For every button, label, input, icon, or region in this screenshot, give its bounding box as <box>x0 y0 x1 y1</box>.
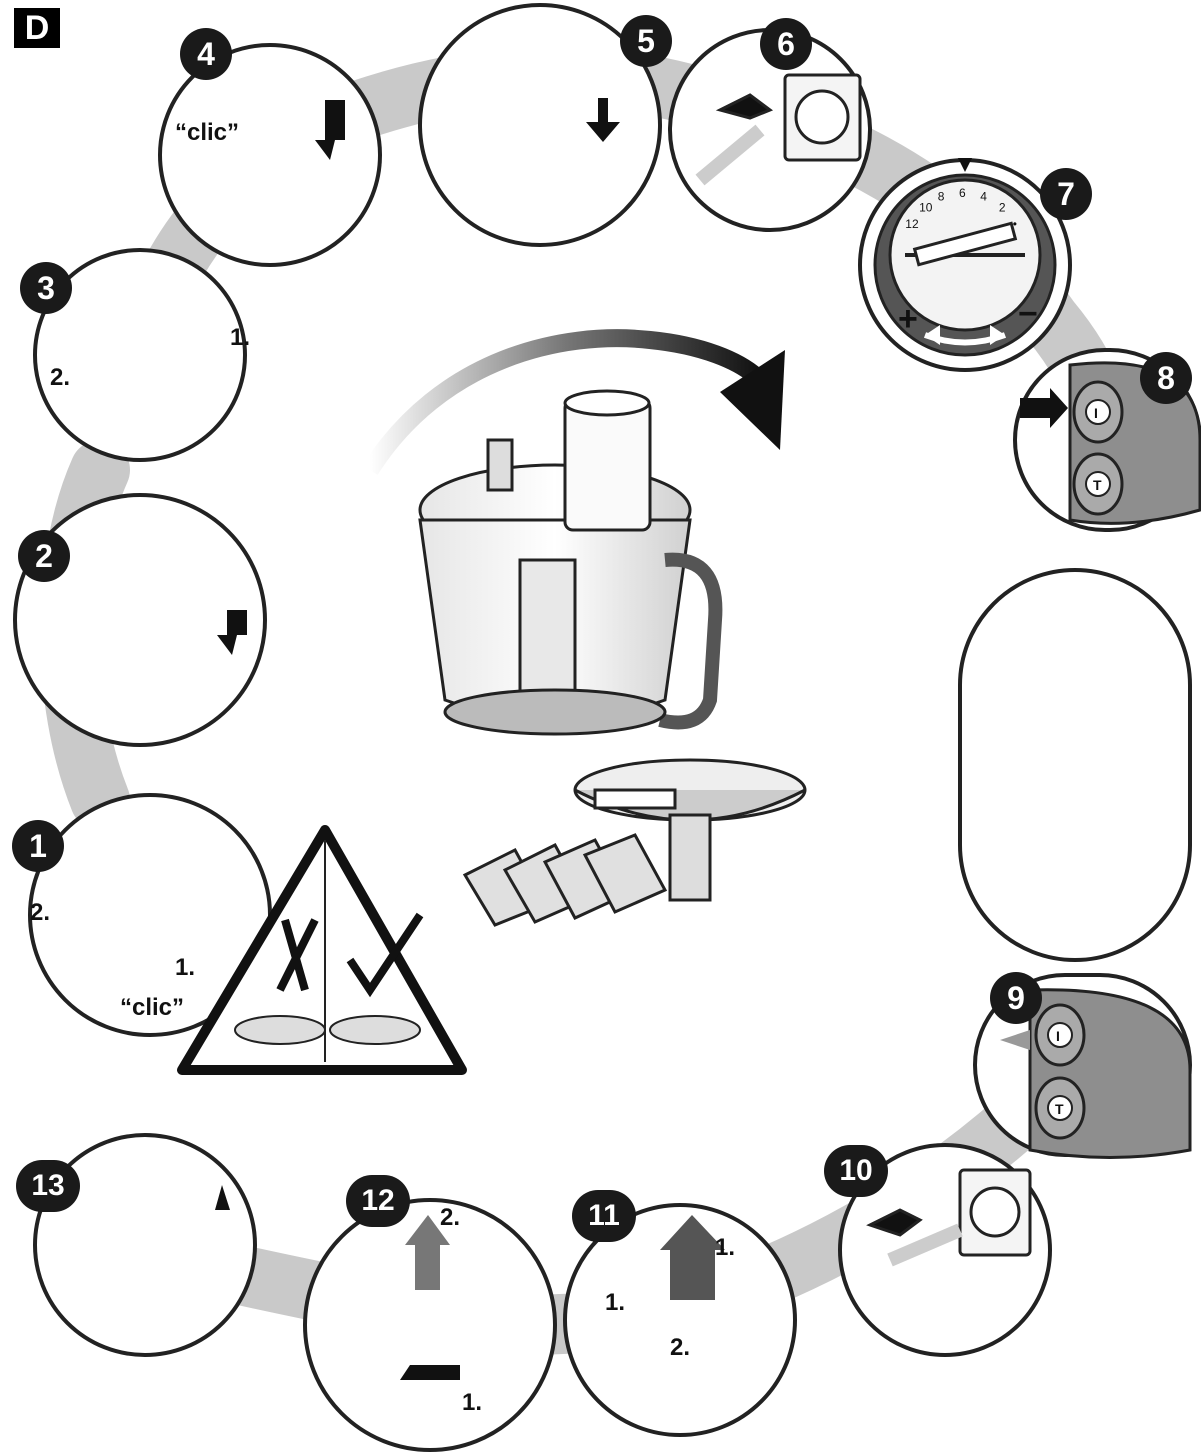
panel-step-12 <box>303 1198 557 1452</box>
step-number-9: 9 <box>990 972 1042 1024</box>
step-number-10: 10 <box>824 1145 888 1197</box>
section-label: D <box>14 8 60 48</box>
dial-scale-mark: 4 <box>980 190 987 204</box>
dial-scale-mark: 8 <box>938 190 945 204</box>
step-number-6: 6 <box>760 18 812 70</box>
dial-scale-mark: 10 <box>919 201 933 215</box>
dial-scale-mark: 2 <box>999 201 1006 215</box>
dial-scale-mark: 6 <box>959 186 966 200</box>
step-number-3: 3 <box>20 262 72 314</box>
step-number-11: 11 <box>572 1190 636 1242</box>
wall-socket-step-6 <box>695 73 862 186</box>
step-number-1: 1 <box>12 820 64 872</box>
button-i-step-9: I <box>1056 1028 1060 1044</box>
button-t-step-8: T <box>1093 477 1102 493</box>
panel-step-11 <box>563 1203 797 1437</box>
panel-step-2 <box>13 493 267 747</box>
blade-inserts <box>462 833 668 927</box>
step-number-5: 5 <box>620 15 672 67</box>
rotation-arrow <box>362 329 785 475</box>
step-11-label-b: 1. <box>605 1289 625 1316</box>
motion-arrows <box>215 98 725 1380</box>
slicing-disc <box>573 758 807 902</box>
dial-plus: + <box>898 300 918 338</box>
wall-socket-step-10 <box>866 1168 1032 1267</box>
button-i-step-8: I <box>1094 405 1098 421</box>
power-buttons-step-9: I T <box>1000 988 1192 1159</box>
panel-step-4 <box>158 43 382 267</box>
step-3-label-b: 2. <box>50 364 70 391</box>
step-number-13: 13 <box>16 1160 80 1212</box>
step-11-label-c: 2. <box>670 1334 690 1361</box>
dial-minus: − <box>1018 295 1038 333</box>
panel-blender-use <box>958 568 1192 962</box>
step-11-label-a: 1. <box>715 1234 735 1261</box>
step-1-label-b: 1. <box>175 954 195 981</box>
step-4-clic: “clic” <box>175 119 239 146</box>
warning-triangle <box>177 825 467 1075</box>
step-number-7: 7 <box>1040 168 1092 220</box>
step-number-8: 8 <box>1140 352 1192 404</box>
step-number-2: 2 <box>18 530 70 582</box>
step-12-label-b: 1. <box>462 1389 482 1416</box>
step-1-label-a: 2. <box>30 899 50 926</box>
panel-step-5 <box>418 3 662 247</box>
dial-scale-mark: 12 <box>905 217 919 231</box>
step-number-12: 12 <box>346 1175 410 1227</box>
step-3-label-a: 1. <box>230 324 250 351</box>
food-processor-illustration <box>418 389 723 736</box>
step-12-label-a: 2. <box>440 1204 460 1231</box>
panel-step-3 <box>33 248 247 462</box>
button-t-step-9: T <box>1055 1101 1064 1117</box>
step-1-clic: “clic” <box>120 994 184 1021</box>
step-number-4: 4 <box>180 28 232 80</box>
dial-scale-mark: • <box>1013 217 1017 231</box>
panel-step-13 <box>33 1133 257 1357</box>
